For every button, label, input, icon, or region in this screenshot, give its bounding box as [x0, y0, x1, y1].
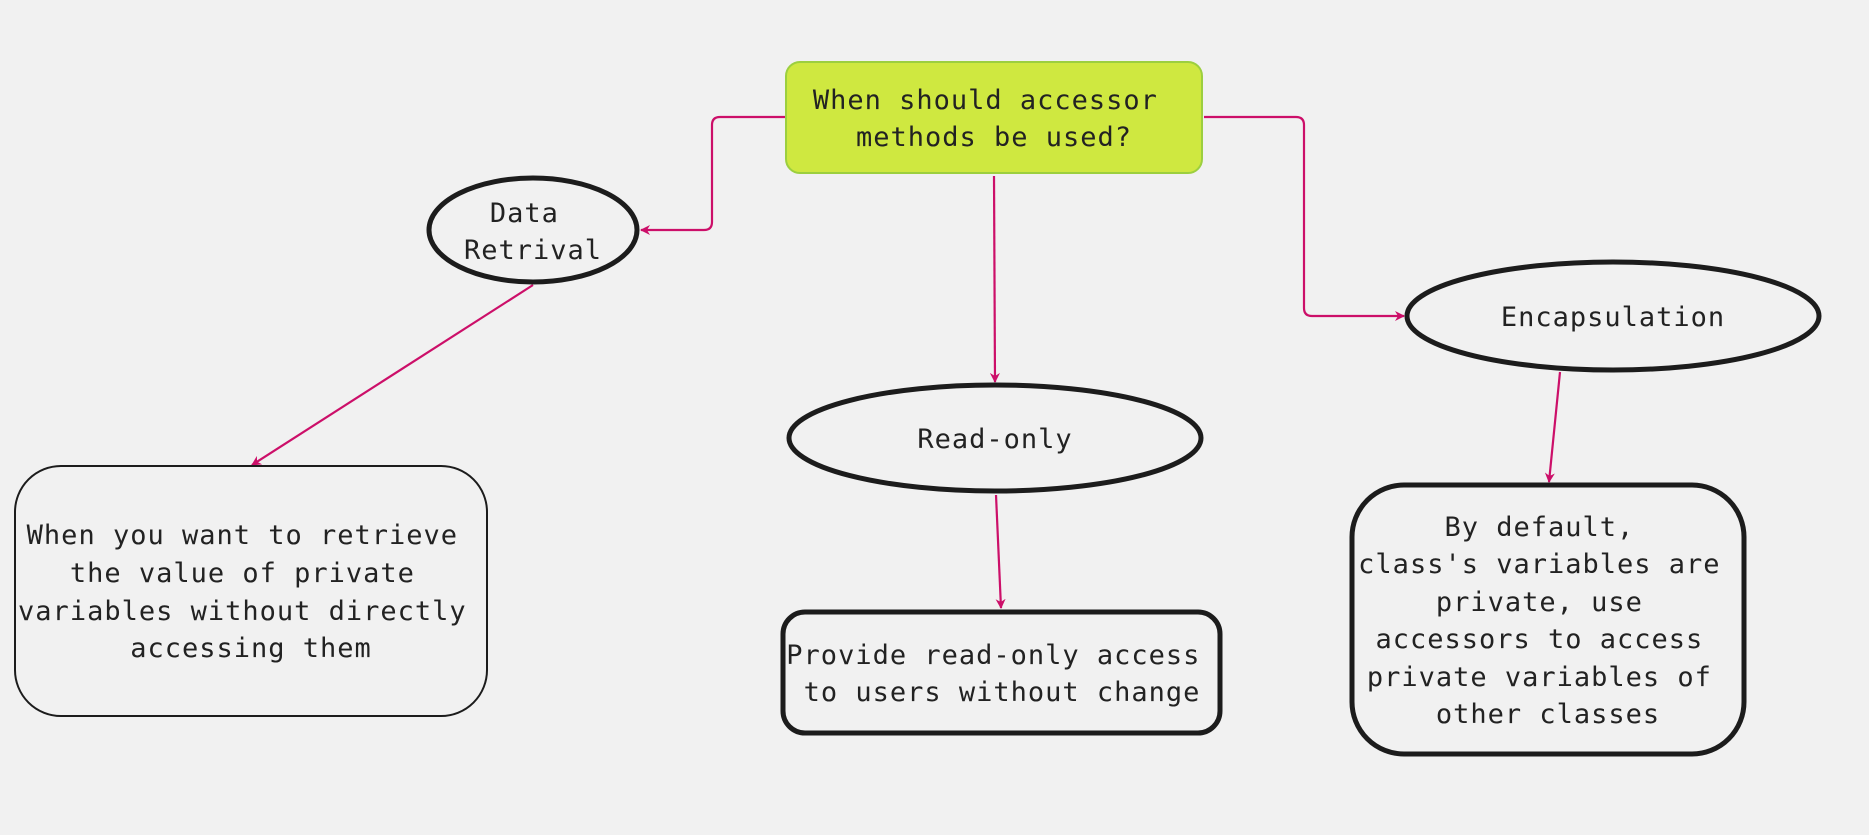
detail-encapsulation-line-4: accessors to access — [1375, 624, 1703, 655]
detail-encapsulation-line-3: private, use — [1436, 587, 1643, 618]
topic-data-retrieval-line-2: Retrival — [464, 235, 602, 266]
detail-data-retrieval-node — [14, 465, 488, 717]
detail-data-retrieval-line-3: variables without directly — [18, 596, 467, 627]
detail-encapsulation-node — [1349, 482, 1747, 757]
root-question-text: When should accessor methods be used? — [813, 85, 1175, 153]
topic-read-only-line-1: Read-only — [917, 424, 1072, 455]
detail-data-retrieval-text: When you want to retrieve the value of p… — [18, 520, 484, 664]
detail-encapsulation-line-5: private variables of — [1367, 662, 1712, 693]
topic-encapsulation-text: Encapsulation — [1501, 302, 1725, 333]
connector-root-to-data-retrieval — [640, 115, 785, 235]
topic-encapsulation-line-1: Encapsulation — [1501, 302, 1725, 333]
topic-data-retrieval-line-1: Data — [490, 198, 559, 229]
root-question-node — [785, 61, 1203, 174]
connector-encapsulation-to-detail — [1544, 371, 1562, 483]
detail-encapsulation-text: By default, class's variables are privat… — [1358, 512, 1738, 730]
detail-data-retrieval-line-4: accessing them — [130, 633, 372, 664]
detail-encapsulation-line-2: class's variables are — [1358, 549, 1720, 580]
root-line-2: methods be used? — [856, 122, 1132, 153]
topic-read-only-text: Read-only — [917, 424, 1072, 455]
detail-encapsulation-line-1: By default, — [1444, 512, 1634, 543]
topic-data-retrieval-node — [426, 175, 640, 285]
topic-read-only-node — [786, 382, 1204, 494]
connector-root-to-encapsulation — [1204, 115, 1405, 321]
connector-data-retrieval-to-detail — [251, 284, 534, 466]
detail-encapsulation-line-6: other classes — [1436, 699, 1660, 730]
detail-data-retrieval-line-1: When you want to retrieve — [27, 520, 458, 551]
topic-data-retrieval-text: Data Retrival — [464, 198, 602, 266]
detail-read-only-node — [780, 609, 1223, 736]
connector-root-to-read-only — [989, 175, 1000, 383]
detail-read-only-text: Provide read-only access to users withou… — [786, 640, 1217, 708]
detail-data-retrieval-line-2: the value of private — [70, 558, 415, 589]
detail-read-only-line-2: to users without change — [804, 677, 1201, 708]
detail-read-only-line-1: Provide read-only access — [786, 640, 1200, 671]
connector-read-only-to-detail — [994, 494, 1006, 609]
root-line-1: When should accessor — [813, 85, 1158, 116]
topic-encapsulation-node — [1404, 259, 1822, 373]
